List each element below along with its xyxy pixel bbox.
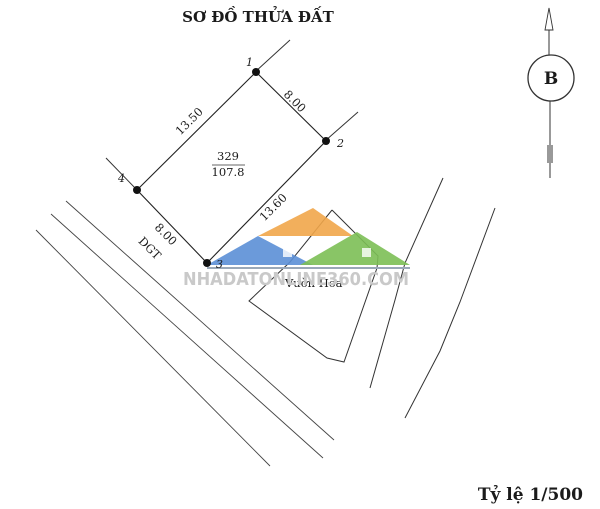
compass-letter: B bbox=[544, 69, 558, 89]
garden-area bbox=[248, 177, 496, 419]
garden-label: Vườn Hoa bbox=[284, 276, 343, 290]
diagram-title: SƠ ĐỒ THỬA ĐẤT bbox=[182, 6, 335, 26]
edge-1-2-length: 8.00 bbox=[281, 87, 309, 115]
road-lines bbox=[35, 200, 335, 467]
watermark-text: NHADATONLINE360.COM bbox=[183, 269, 409, 290]
vertex-3-label: 3 bbox=[216, 258, 223, 271]
scale-label: Tỷ lệ 1/500 bbox=[478, 485, 583, 505]
vertex-1-marker bbox=[252, 68, 260, 76]
parcel-number: 329 bbox=[217, 149, 239, 163]
vertex-2-label: 2 bbox=[336, 137, 344, 150]
vertex-4-label: 4 bbox=[117, 172, 125, 185]
vertex-3-marker bbox=[203, 259, 211, 267]
edge-4-1-length: 13.50 bbox=[173, 105, 206, 138]
neighbour-boundaries bbox=[105, 39, 359, 191]
parcel-area: 107.8 bbox=[212, 165, 245, 179]
vertex-1-label: 1 bbox=[246, 56, 253, 69]
vertex-2-marker bbox=[322, 137, 330, 145]
road-label: DGT bbox=[136, 234, 165, 263]
watermark-logo bbox=[207, 208, 410, 269]
north-arrow-icon bbox=[527, 7, 575, 178]
vertex-4-marker bbox=[133, 186, 141, 194]
